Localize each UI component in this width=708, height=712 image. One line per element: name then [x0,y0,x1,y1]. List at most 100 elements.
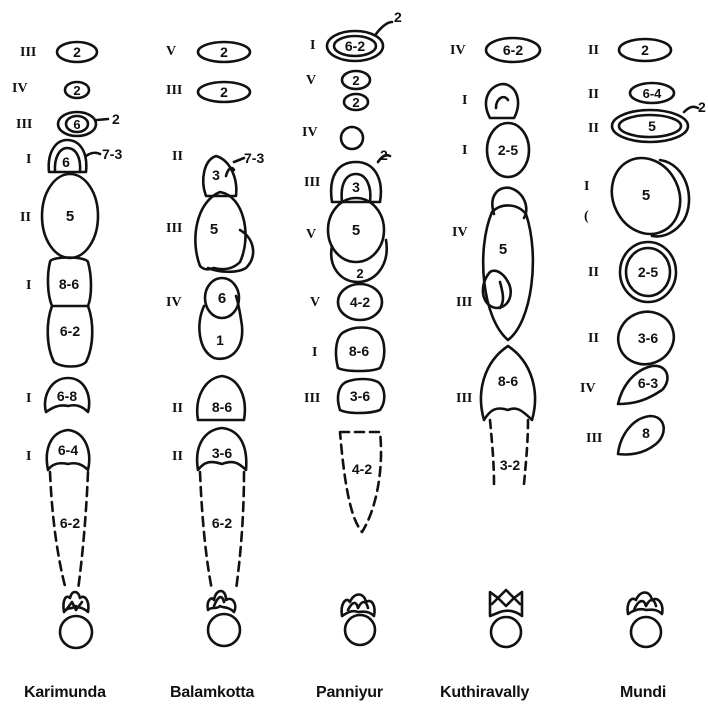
node-label: 1 [216,332,224,348]
node-label: 8-6 [349,343,369,359]
column-caption-balamkotta: Balamkotta [170,684,254,702]
roman-numeral: V [306,73,316,88]
node-outline-dashed [200,472,244,590]
node-label: 6-4 [58,442,78,458]
node-tag: 2 [112,111,120,127]
node-label: 3-6 [350,388,370,404]
roman-numeral: III [586,431,602,446]
roman-numeral: II [588,121,599,136]
node-label: 2 [73,44,81,60]
node-label: 2 [220,44,228,60]
node-outline [618,416,664,455]
node-label: 2 [352,95,359,110]
node-label: 2 [220,84,228,100]
roman-numeral: IV [12,81,28,96]
roman-numeral: I [462,143,467,158]
roman-numeral: II [588,43,599,58]
node-outline [195,192,245,269]
column-caption-mundi: Mundi [620,684,666,702]
node-label: 6-2 [503,42,523,58]
roman-numeral: II [172,449,183,464]
roman-numeral: I [312,345,317,360]
node-label: 5 [499,241,507,258]
column-panniyur: I 6-2 2 V 2 2 IV III 3 2 V 5 2 V [302,9,402,645]
roman-numeral: I [310,38,315,53]
stray-mark: ( [584,209,589,224]
node-label: 2 [356,266,363,281]
column-karimunda: III 2 IV 2 III 6 2 I 6 7-3 II 5 I 8-6 [12,42,122,648]
node-label: 6-4 [643,86,663,101]
node-label: 2-5 [638,264,658,280]
roman-numeral: V [306,227,316,242]
roman-numeral: I [26,278,31,293]
node-label: 6 [62,154,70,170]
roman-numeral: I [26,391,31,406]
column-caption-panniyur: Panniyur [316,684,383,702]
roman-numeral: IV [580,381,596,396]
column-kuthiravally: IV 6-2 I I 2-5 IV 5 III III 8-6 3-2 [450,38,540,647]
roman-numeral: III [20,45,36,60]
node-outline [341,127,363,149]
roman-numeral: III [456,295,472,310]
shoot-apex-icon [208,591,240,646]
column-caption-karimunda: Karimunda [24,684,106,702]
node-label: 6-2 [345,38,365,54]
node-label: 8-6 [59,276,79,292]
leader-line [97,119,108,120]
roman-numeral: III [304,175,320,190]
node-outline [483,271,511,308]
node-outline-dashed [340,432,381,532]
node-label: 6-2 [212,515,232,531]
node-label: 6 [218,290,226,307]
shoot-apex-icon [628,593,663,648]
roman-numeral: V [166,44,176,59]
roman-numeral: II [172,401,183,416]
column-mundi: II 2 II 6-4 II 5 2 I ( 5 II 2-5 II 3-6 I [580,39,706,647]
roman-numeral: III [456,391,472,406]
node-outline [492,188,526,218]
node-label: 5 [210,221,218,238]
leader-line [376,22,392,34]
column-caption-kuthiravally: Kuthiravally [440,684,529,702]
roman-numeral: IV [166,295,182,310]
node-label: 2 [73,83,80,98]
roman-numeral: IV [452,225,468,240]
roman-numeral: IV [302,125,318,140]
leader-line [684,107,698,112]
node-outline-dashed [50,472,88,590]
roman-numeral: I [462,93,467,108]
node-label: 6 [73,117,80,132]
node-label: 5 [642,187,650,204]
node-label: 4-2 [352,461,372,477]
node-label: 2-5 [498,142,518,158]
node-label: 2 [641,42,649,58]
leader-line [234,158,244,162]
shoot-apex-icon [60,592,92,648]
roman-numeral: I [26,152,31,167]
roman-numeral: III [166,221,182,236]
node-label: 8-6 [498,373,518,389]
node-label: 3 [212,167,220,183]
leader-line [86,153,100,156]
node-outline-dashed [490,420,528,484]
node-label: 4-2 [350,294,370,310]
roman-numeral: II [588,265,599,280]
node-tag: 2 [380,147,388,163]
node-label: 5 [352,222,360,239]
node-label: 6-8 [57,388,77,404]
node-label: 8-6 [212,399,232,415]
node-tag: 2 [698,99,706,115]
node-outline [486,84,518,118]
node-label: 3-2 [500,457,520,473]
column-balamkotta: V 2 III 2 II 3 7-3 III 5 IV 6 1 II 8-6 I [166,42,264,646]
node-label: 8 [642,425,650,441]
roman-numeral: III [166,83,182,98]
roman-numeral: III [304,391,320,406]
node-label: 5 [648,118,656,134]
node-outline [500,282,503,308]
roman-numeral: I [26,449,31,464]
node-label: 3-6 [638,330,658,346]
roman-numeral: IV [450,43,466,58]
node-tag: 7-3 [244,150,264,166]
